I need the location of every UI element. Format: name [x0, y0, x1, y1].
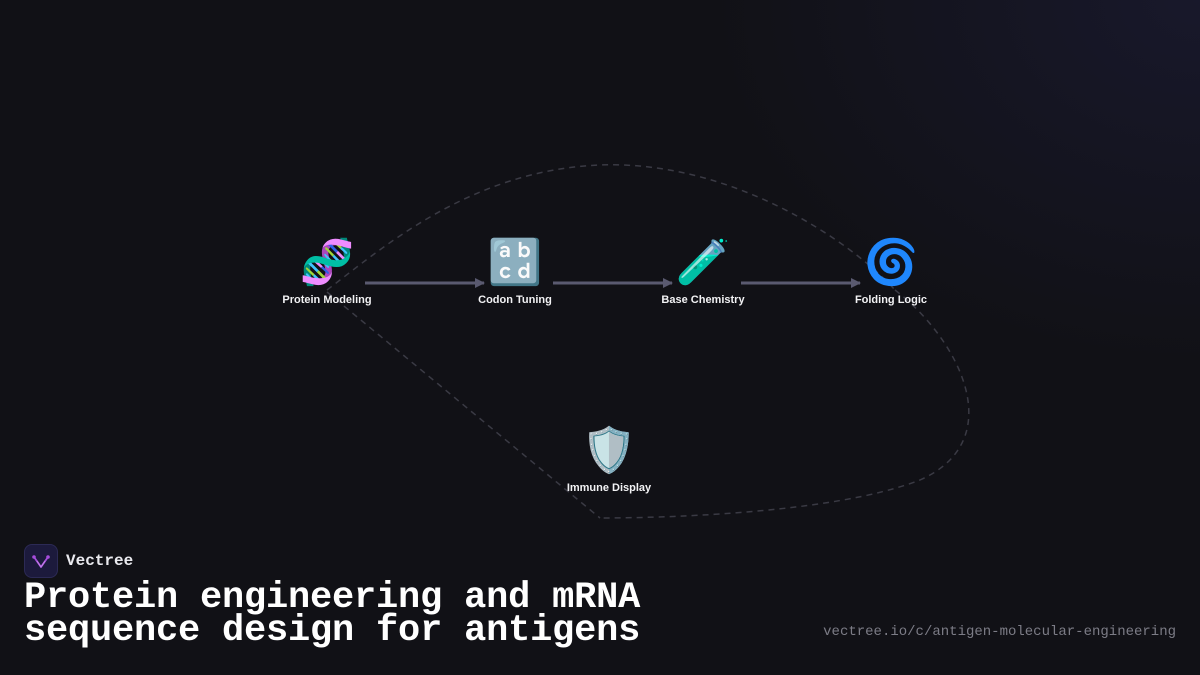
brand-name: Vectree	[66, 552, 134, 570]
dashed-loop-right	[599, 289, 970, 519]
node-codon-tuning: 🔡 Codon Tuning	[425, 237, 605, 306]
brand: Vectree	[24, 544, 133, 578]
node-label: Base Chemistry	[661, 294, 745, 306]
node-folding-logic: 🌀 Folding Logic	[801, 237, 981, 306]
test-tube-icon: 🧪	[675, 238, 731, 287]
vectree-logo-icon	[24, 544, 58, 578]
cyclone-icon: 🌀	[863, 238, 919, 287]
node-label: Codon Tuning	[478, 294, 552, 306]
node-protein-modeling: 🧬 Protein Modeling	[237, 237, 417, 306]
node-immune-display: 🛡️ Immune Display	[519, 425, 699, 494]
dashed-loop-left	[326, 291, 601, 519]
abcd-icon: 🔡	[487, 238, 543, 287]
shield-icon: 🛡️	[581, 426, 637, 475]
page-title: Protein engineering and mRNA sequence de…	[24, 577, 641, 652]
node-base-chemistry: 🧪 Base Chemistry	[613, 237, 793, 306]
source-url[interactable]: vectree.io/c/antigen-molecular-engineeri…	[823, 624, 1176, 640]
node-label: Folding Logic	[854, 294, 928, 306]
node-label: Immune Display	[566, 482, 652, 494]
dna-icon: 🧬	[299, 238, 355, 287]
dashed-loop-top	[326, 164, 896, 291]
node-label: Protein Modeling	[282, 294, 372, 306]
